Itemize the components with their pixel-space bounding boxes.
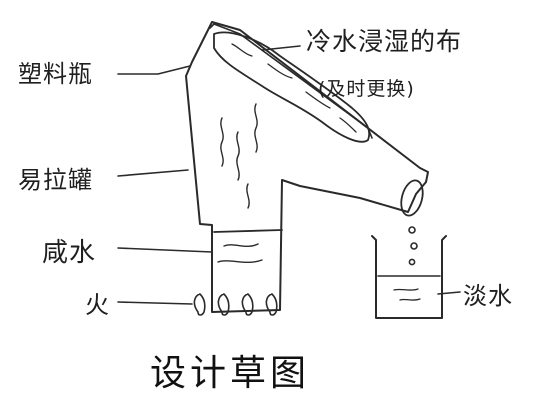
- leader-fresh: [437, 291, 461, 295]
- label-can: 易拉罐: [18, 166, 93, 194]
- label-salt-water: 咸水: [42, 238, 97, 268]
- wet-cloth: [213, 31, 371, 143]
- label-fresh-water: 淡水: [463, 282, 513, 310]
- cloth-texture: [231, 43, 357, 133]
- label-fire: 火: [85, 291, 110, 319]
- leader-can: [117, 169, 189, 177]
- steam-wisp: [236, 131, 240, 181]
- leader-bottle: [117, 65, 191, 75]
- water-drop: [408, 226, 416, 234]
- label-plastic-bottle: 塑料瓶: [18, 60, 93, 88]
- leader-cloth: [261, 45, 301, 51]
- salt-water-ripple: [217, 259, 263, 263]
- leader-fire: [117, 301, 193, 305]
- flame-icon: [193, 293, 278, 316]
- water-drop: [410, 242, 418, 250]
- label-cloth-note: (及时更换): [318, 78, 415, 100]
- leader-salt: [117, 247, 213, 253]
- steam-wisp: [246, 183, 250, 209]
- label-wet-cloth: 冷水浸湿的布: [306, 27, 463, 56]
- beaker: [371, 235, 447, 319]
- can-outline: [185, 21, 429, 313]
- steam-wisp: [220, 117, 224, 167]
- salt-water-ripple: [223, 243, 259, 247]
- outlet-mouth: [400, 179, 424, 217]
- steam-wisp: [254, 103, 258, 153]
- salt-water-surface: [213, 229, 283, 233]
- water-drop: [408, 258, 416, 266]
- figure-caption: 设计草图: [150, 353, 311, 394]
- fresh-water-ripple: [393, 288, 421, 301]
